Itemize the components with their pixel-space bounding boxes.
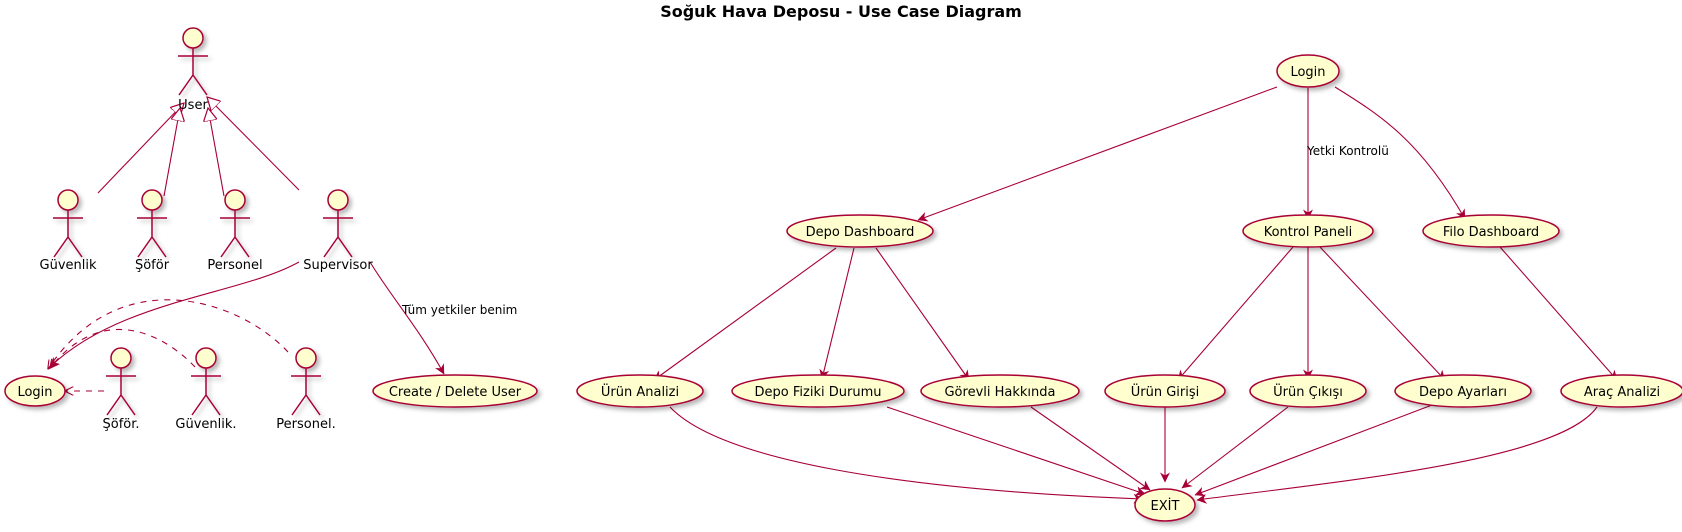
- usecase-label: EXİT: [1151, 498, 1180, 514]
- edge-label-tum-yetkiler: Tüm yetkiler benim: [401, 303, 517, 317]
- actor-label: Şöför: [135, 258, 170, 273]
- usecase-label: Depo Ayarları: [1419, 385, 1507, 400]
- actor-personel-dot: Personel.: [276, 347, 336, 432]
- usecase-exit: EXİT: [1134, 488, 1196, 522]
- actor-icon: [291, 347, 321, 416]
- actor-icon: [53, 189, 83, 258]
- usecase-login: Login: [1276, 54, 1340, 88]
- usecase-label: Filo Dashboard: [1443, 225, 1539, 240]
- diagram-title: Soğuk Hava Deposu - Use Case Diagram: [660, 2, 1022, 21]
- usecase-label: Ürün Girişi: [1131, 383, 1200, 400]
- usecase-label: Depo Fiziki Durumu: [755, 385, 882, 400]
- edge-label-yetki-kontrolu: Yetki Kontrolü: [1306, 144, 1389, 158]
- usecase-label: Login: [1290, 65, 1325, 80]
- actor-label: Personel.: [276, 417, 335, 432]
- usecase-label: Ürün Analizi: [601, 383, 679, 400]
- actor-supervisor: Supervisor: [303, 189, 373, 273]
- usecase-label: Araç Analizi: [1584, 385, 1660, 400]
- actor-icon: [191, 347, 221, 416]
- usecase-urun-analizi: Ürün Analizi: [576, 374, 704, 408]
- usecase-depo-ayarlari: Depo Ayarları: [1394, 374, 1532, 408]
- usecase-kontrol-paneli: Kontrol Paneli: [1242, 214, 1374, 248]
- usecase-label: Create / Delete User: [389, 385, 522, 400]
- usecase-gorevli-hakkinda: Görevli Hakkında: [920, 374, 1080, 408]
- actor-label: Personel: [207, 258, 262, 273]
- actor-label: Güvenlik: [40, 258, 97, 273]
- usecase-label: Depo Dashboard: [806, 225, 915, 240]
- usecase-create-delete-user: Create / Delete User: [372, 374, 538, 408]
- actor-label: Güvenlik.: [175, 417, 236, 432]
- usecase-label: Login: [17, 385, 52, 400]
- actor-icon: [220, 189, 250, 258]
- usecase-label: Görevli Hakkında: [944, 385, 1055, 400]
- actor-user: User: [178, 27, 208, 113]
- actor-label: Supervisor: [303, 258, 373, 273]
- actor-sofor-dot: Şöför.: [102, 347, 140, 432]
- actor-icon: [106, 347, 136, 416]
- usecase-label: Kontrol Paneli: [1264, 225, 1353, 240]
- usecase-urun-girisi: Ürün Girişi: [1104, 374, 1226, 408]
- association-edges-right: [653, 86, 1618, 504]
- usecase-label: Ürün Çıkışı: [1273, 383, 1343, 400]
- usecase-depo-fiziki-durumu: Depo Fiziki Durumu: [731, 374, 905, 408]
- actor-icon: [137, 189, 167, 258]
- actor-guvenlik-dot: Güvenlik.: [175, 347, 237, 432]
- actor-label: User: [178, 98, 208, 113]
- usecase-login-left: Login: [4, 375, 66, 407]
- usecase-urun-cikisi: Ürün Çıkışı: [1249, 374, 1367, 408]
- generalization-edges: [97, 97, 300, 197]
- actor-sofor: Şöför: [135, 189, 170, 273]
- actor-personel: Personel: [207, 189, 263, 273]
- usecase-depo-dashboard: Depo Dashboard: [786, 214, 934, 248]
- usecase-arac-analizi: Araç Analizi: [1560, 374, 1682, 408]
- actor-icon: [178, 27, 208, 96]
- actor-label: Şöför.: [102, 417, 139, 432]
- actor-icon: [323, 189, 353, 258]
- actor-guvenlik: Güvenlik: [40, 189, 97, 273]
- association-edges-left: [48, 261, 445, 391]
- usecase-filo-dashboard: Filo Dashboard: [1422, 214, 1560, 248]
